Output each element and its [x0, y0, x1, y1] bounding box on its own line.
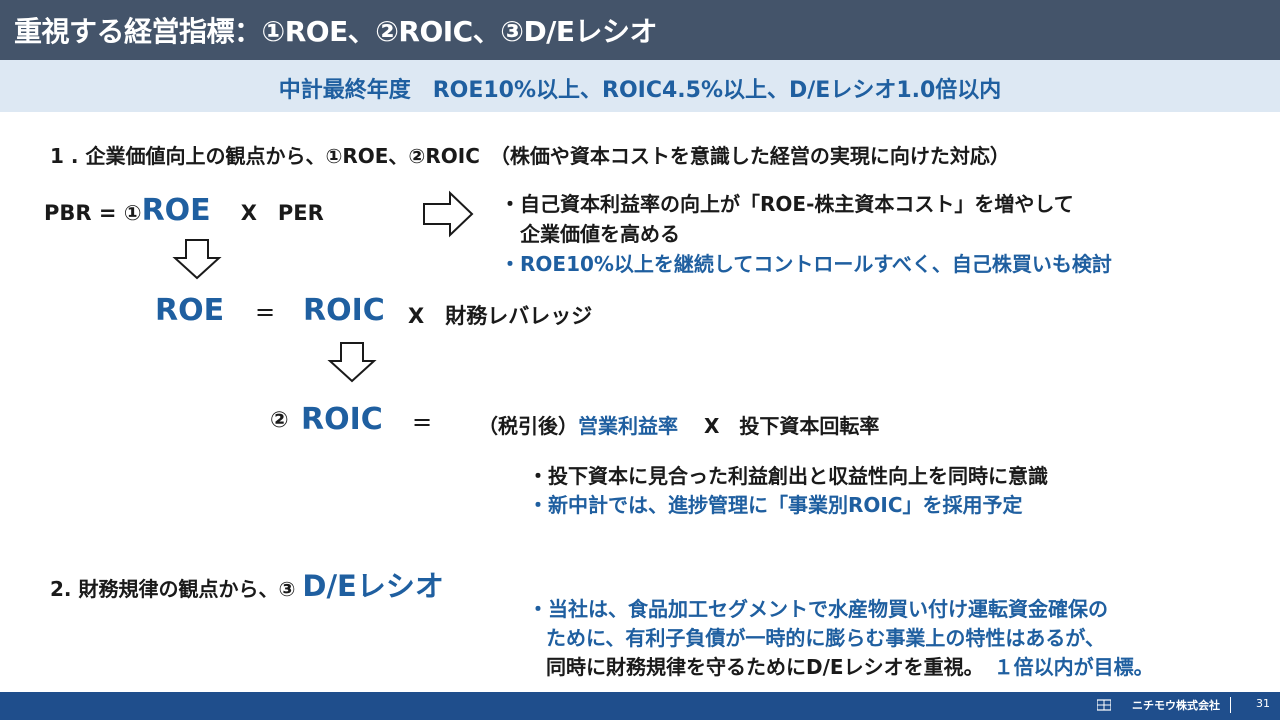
company-logo-icon [1097, 699, 1111, 711]
roic-prefix: ② [270, 408, 289, 433]
pbr-roe: ROE [141, 193, 211, 228]
footer-separator [1230, 697, 1231, 713]
footer-bar [0, 692, 1280, 720]
bullet-de-line3: 同時に財務規律を守るためにD/Eレシオを重視。 １倍以内が目標。 [546, 651, 1154, 680]
title-bar [0, 0, 1280, 60]
bullet-de-line3-b: １倍以内が目標。 [993, 655, 1154, 679]
roe-label: ROE [155, 293, 225, 328]
target-statement: 中計最終年度 ROE10%以上、ROIC4.5%以上、D/Eレシオ1.0倍以内 [278, 78, 1002, 103]
bullet-segment-roic: ・新中計では、進捗管理に「事業別ROIC」を採用予定 [528, 493, 1023, 517]
roe-equals: = [255, 298, 276, 326]
arrow-down-icon [327, 342, 377, 383]
section2-heading-text: 2. 財務規律の観点から、③ [50, 577, 303, 601]
target-band [0, 60, 1280, 112]
roic-big: ROIC [301, 402, 383, 437]
roic-label: ROIC [303, 293, 385, 328]
pbr-prefix: PBR = ① [44, 201, 142, 225]
page-title: 重視する経営指標：①ROE、②ROIC、③D/Eレシオ [14, 15, 658, 48]
bullet-roe-equity-cont: 企業価値を高める [520, 222, 680, 246]
roic-equals: = [412, 408, 433, 436]
section2-de-ratio: D/Eレシオ [302, 569, 444, 603]
section1-heading: 1 . 企業価値向上の観点から、①ROE、②ROIC （株価や資本コストを意識し… [50, 144, 1010, 168]
arrow-right-icon [423, 190, 474, 238]
roic-margin: 営業利益率 [578, 414, 678, 438]
bullet-de-line2: ために、有利子負債が一時的に膨らむ事業上の特性はあるが、 [546, 626, 1105, 650]
bullet-roe-equity: ・自己資本利益率の向上が「ROE-株主資本コスト」を増やして [500, 192, 1074, 216]
roic-rest: X 投下資本回転率 [704, 414, 880, 438]
page-number: 31 [1256, 697, 1270, 710]
section2-heading: 2. 財務規律の観点から、③ D/Eレシオ [50, 563, 444, 605]
pbr-rest: X PER [240, 201, 324, 225]
bullet-roe-buyback: ・ROE10%以上を継続してコントロールすべく、自己株買いも検討 [500, 252, 1112, 276]
bullet-de-line3-a: 同時に財務規律を守るためにD/Eレシオを重視。 [546, 655, 984, 679]
roic-tax: （税引後） [478, 414, 578, 438]
pbr-formula: PBR = ①ROE X PER [44, 193, 324, 228]
roic-formula: （税引後）営業利益率 X 投下資本回転率 [478, 410, 879, 439]
bullet-capital: ・投下資本に見合った利益創出と収益性向上を同時に意識 [528, 464, 1048, 488]
bullet-de-line1: ・当社は、食品加工セグメントで水産物買い付け運転資金確保の [528, 597, 1108, 621]
arrow-down-icon [172, 239, 222, 280]
footer-company: ニチモウ株式会社 [1132, 699, 1220, 712]
roe-rest: X 財務レバレッジ [408, 304, 593, 328]
